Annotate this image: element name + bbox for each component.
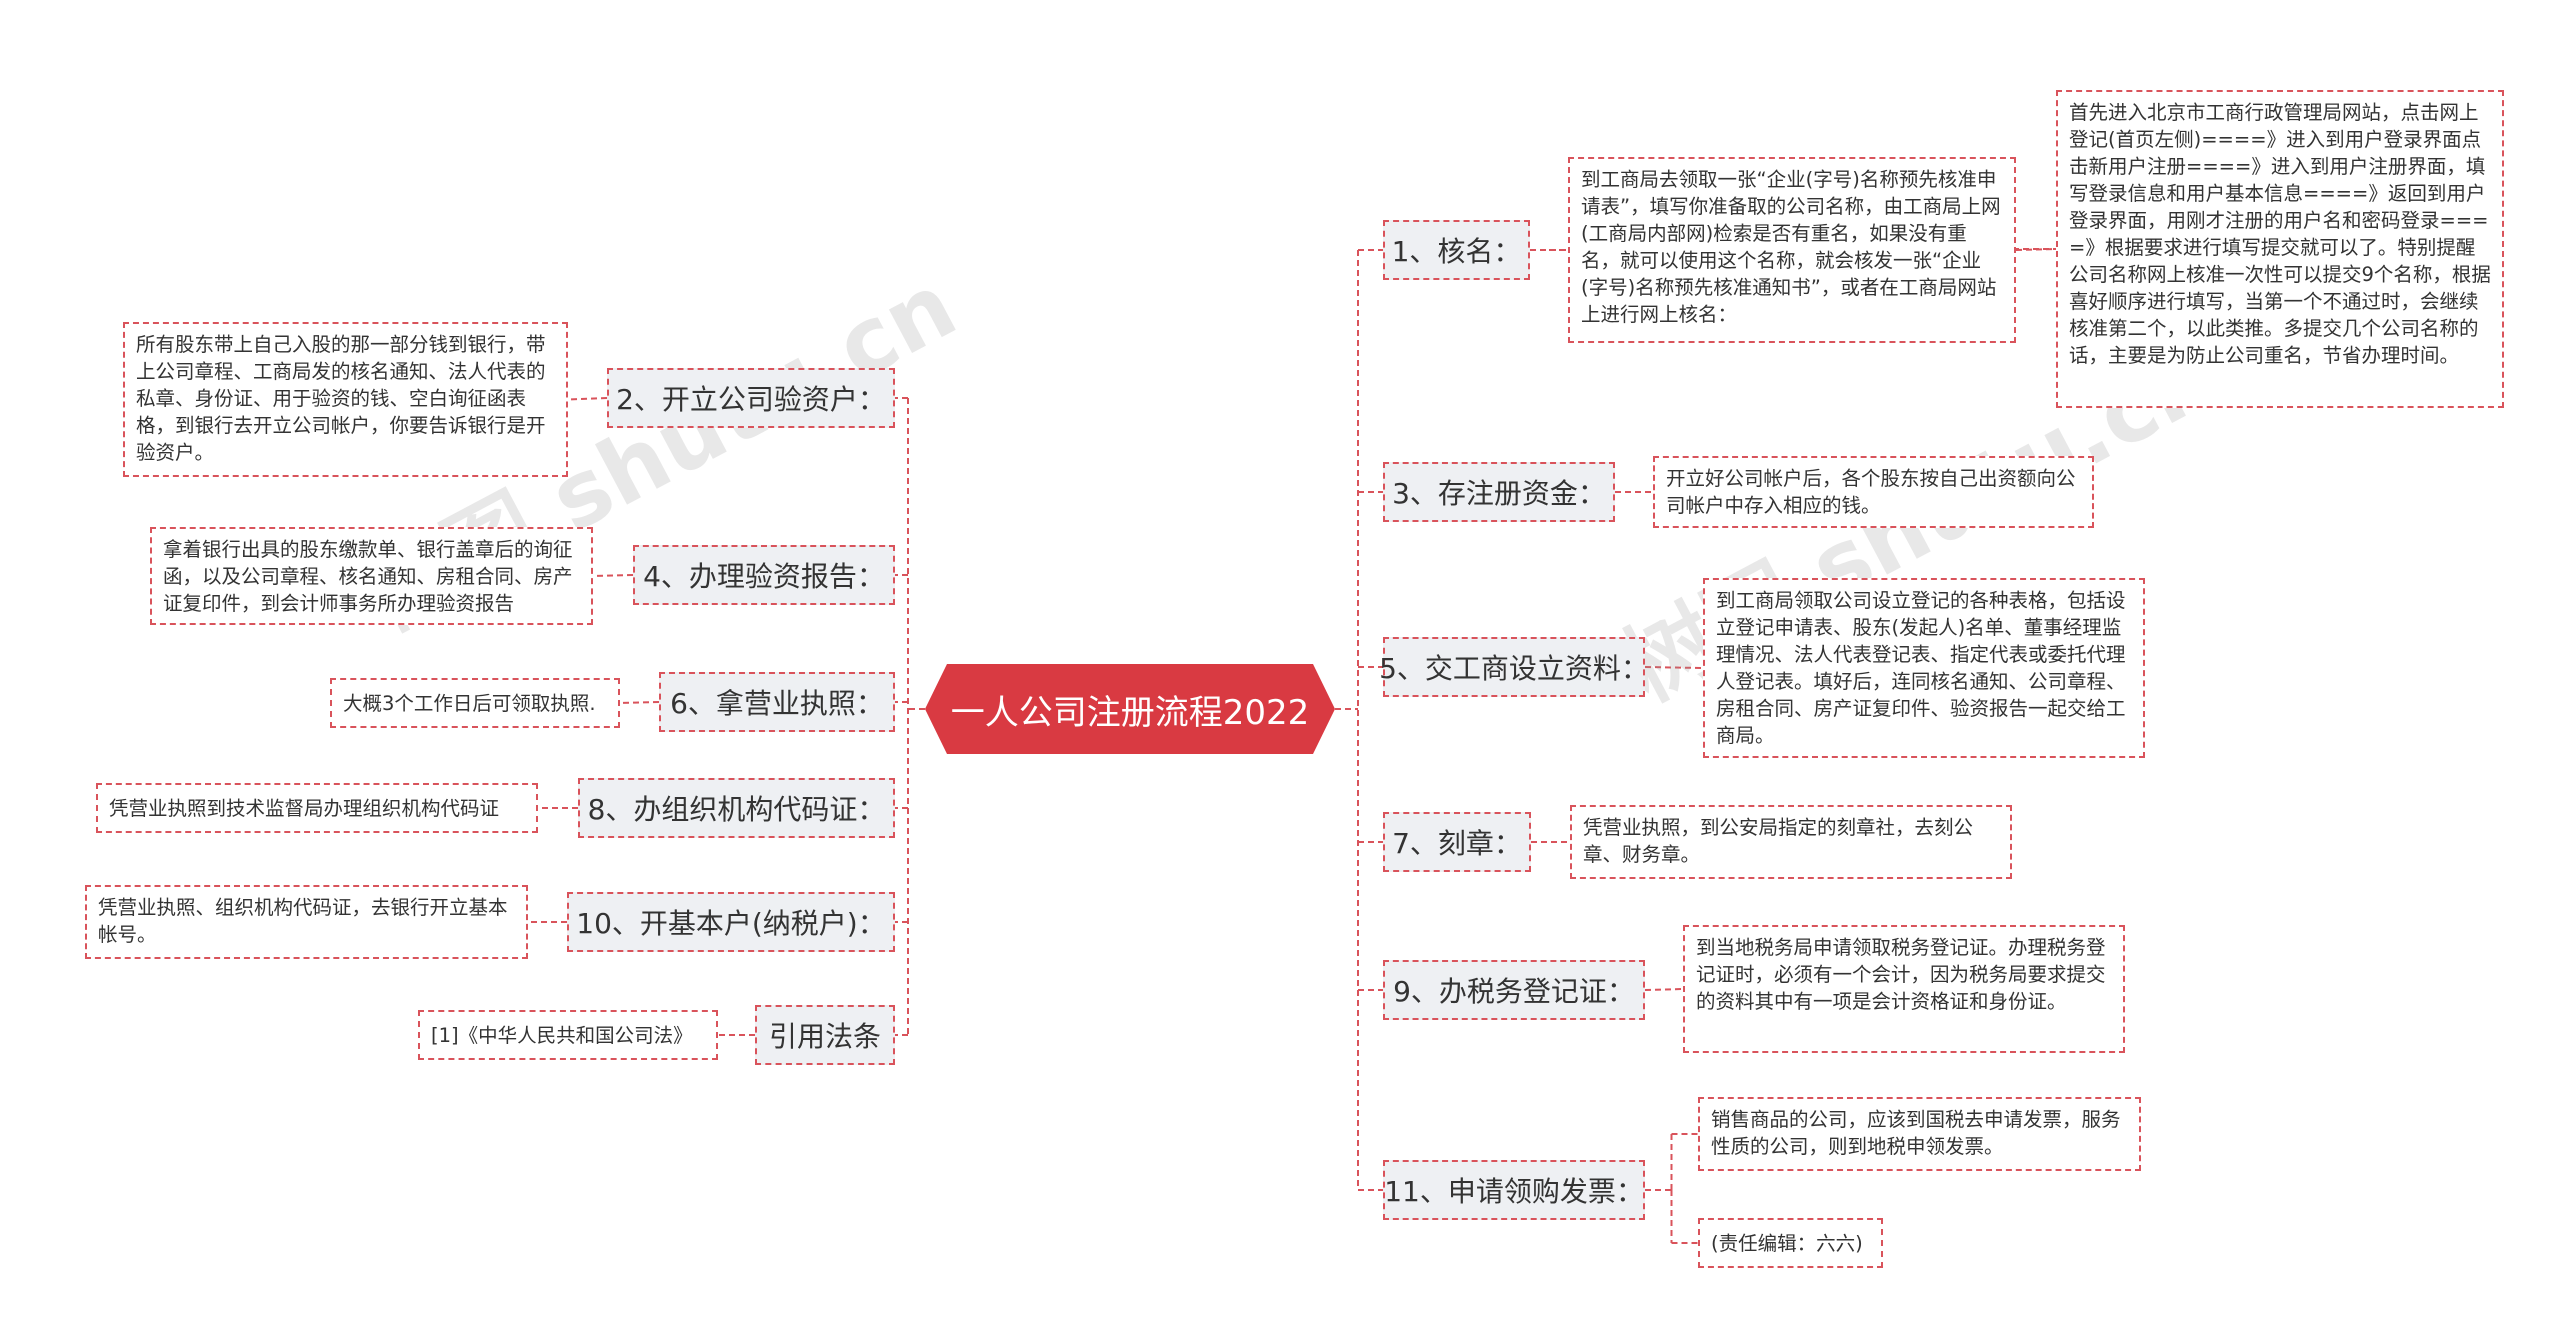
branch-open-capital-account[interactable]: 2、开立公司验资户： [607, 368, 895, 428]
detail-apply-invoice: 销售商品的公司，应该到国税去申请发票，服务性质的公司，则到地税申领发票。 [1698, 1097, 2141, 1171]
detail-open-capital-account: 所有股东带上自己入股的那一部分钱到银行，带上公司章程、工商局发的核名通知、法人代… [123, 322, 568, 477]
branch-apply-invoice[interactable]: 11、申请领购发票： [1383, 1160, 1645, 1220]
detail-submit-materials: 到工商局领取公司设立登记的各种表格，包括设立登记申请表、股东(发起人)名单、董事… [1703, 578, 2145, 758]
branch-submit-materials[interactable]: 5、交工商设立资料： [1379, 637, 1649, 697]
branch-name-check[interactable]: 1、核名： [1383, 220, 1530, 280]
detail-cited-law: [1]《中华人民共和国公司法》 [418, 1010, 718, 1060]
to-l1d0 [592, 574, 634, 577]
detail-get-business-license: 大概3个工作日后可领取执照. [330, 678, 620, 728]
branch-deposit-capital[interactable]: 3、存注册资金： [1383, 462, 1615, 522]
detail-tax-registration: 到当地税务局申请领取税务登记证。办理税务登记证时，必须有一个会计，因为税务局要求… [1683, 925, 2125, 1053]
detail-editor-note: (责任编辑：六六) [1698, 1218, 1883, 1268]
branch-organization-code[interactable]: 8、办组织机构代码证： [578, 778, 895, 838]
branch-tax-registration[interactable]: 9、办税务登记证： [1383, 960, 1645, 1020]
to-l0d0 [567, 397, 608, 401]
branch-cited-law[interactable]: 引用法条 [755, 1005, 895, 1065]
detail-name-check-offline: 到工商局去领取一张“企业(字号)名称预先核准申请表”，填写你准备取的公司名称，由… [1568, 157, 2016, 343]
branch-open-basic-account[interactable]: 10、开基本户(纳税户)： [567, 892, 895, 952]
detail-open-basic-account: 凭营业执照、组织机构代码证，去银行开立基本帐号。 [85, 885, 528, 959]
detail-capital-verification-report: 拿着银行出具的股东缴款单、银行盖章后的询征函，以及公司章程、核名通知、房租合同、… [150, 527, 593, 625]
detail-deposit-capital: 开立好公司帐户后，各个股东按自己出资额向公司帐户中存入相应的钱。 [1653, 456, 2094, 528]
to-r4d0 [1644, 988, 1684, 991]
branch-capital-verification-report[interactable]: 4、办理验资报告： [633, 545, 895, 605]
to-l2d0 [619, 701, 660, 704]
to-r2d0 [1644, 666, 1704, 669]
r0d0-to-r0d1 [2015, 248, 2057, 251]
branch-carve-seal[interactable]: 7、刻章： [1383, 812, 1531, 872]
root-topic[interactable]: 一人公司注册流程2022 [925, 664, 1335, 754]
detail-carve-seal: 凭营业执照，到公安局指定的刻章社，去刻公章、财务章。 [1570, 805, 2012, 879]
branch-get-business-license[interactable]: 6、拿营业执照： [659, 672, 895, 732]
detail-organization-code: 凭营业执照到技术监督局办理组织机构代码证 [96, 783, 538, 833]
detail-name-check-online: 首先进入北京市工商行政管理局网站，点击网上登记(首页左侧)====》进入到用户登… [2056, 90, 2504, 408]
